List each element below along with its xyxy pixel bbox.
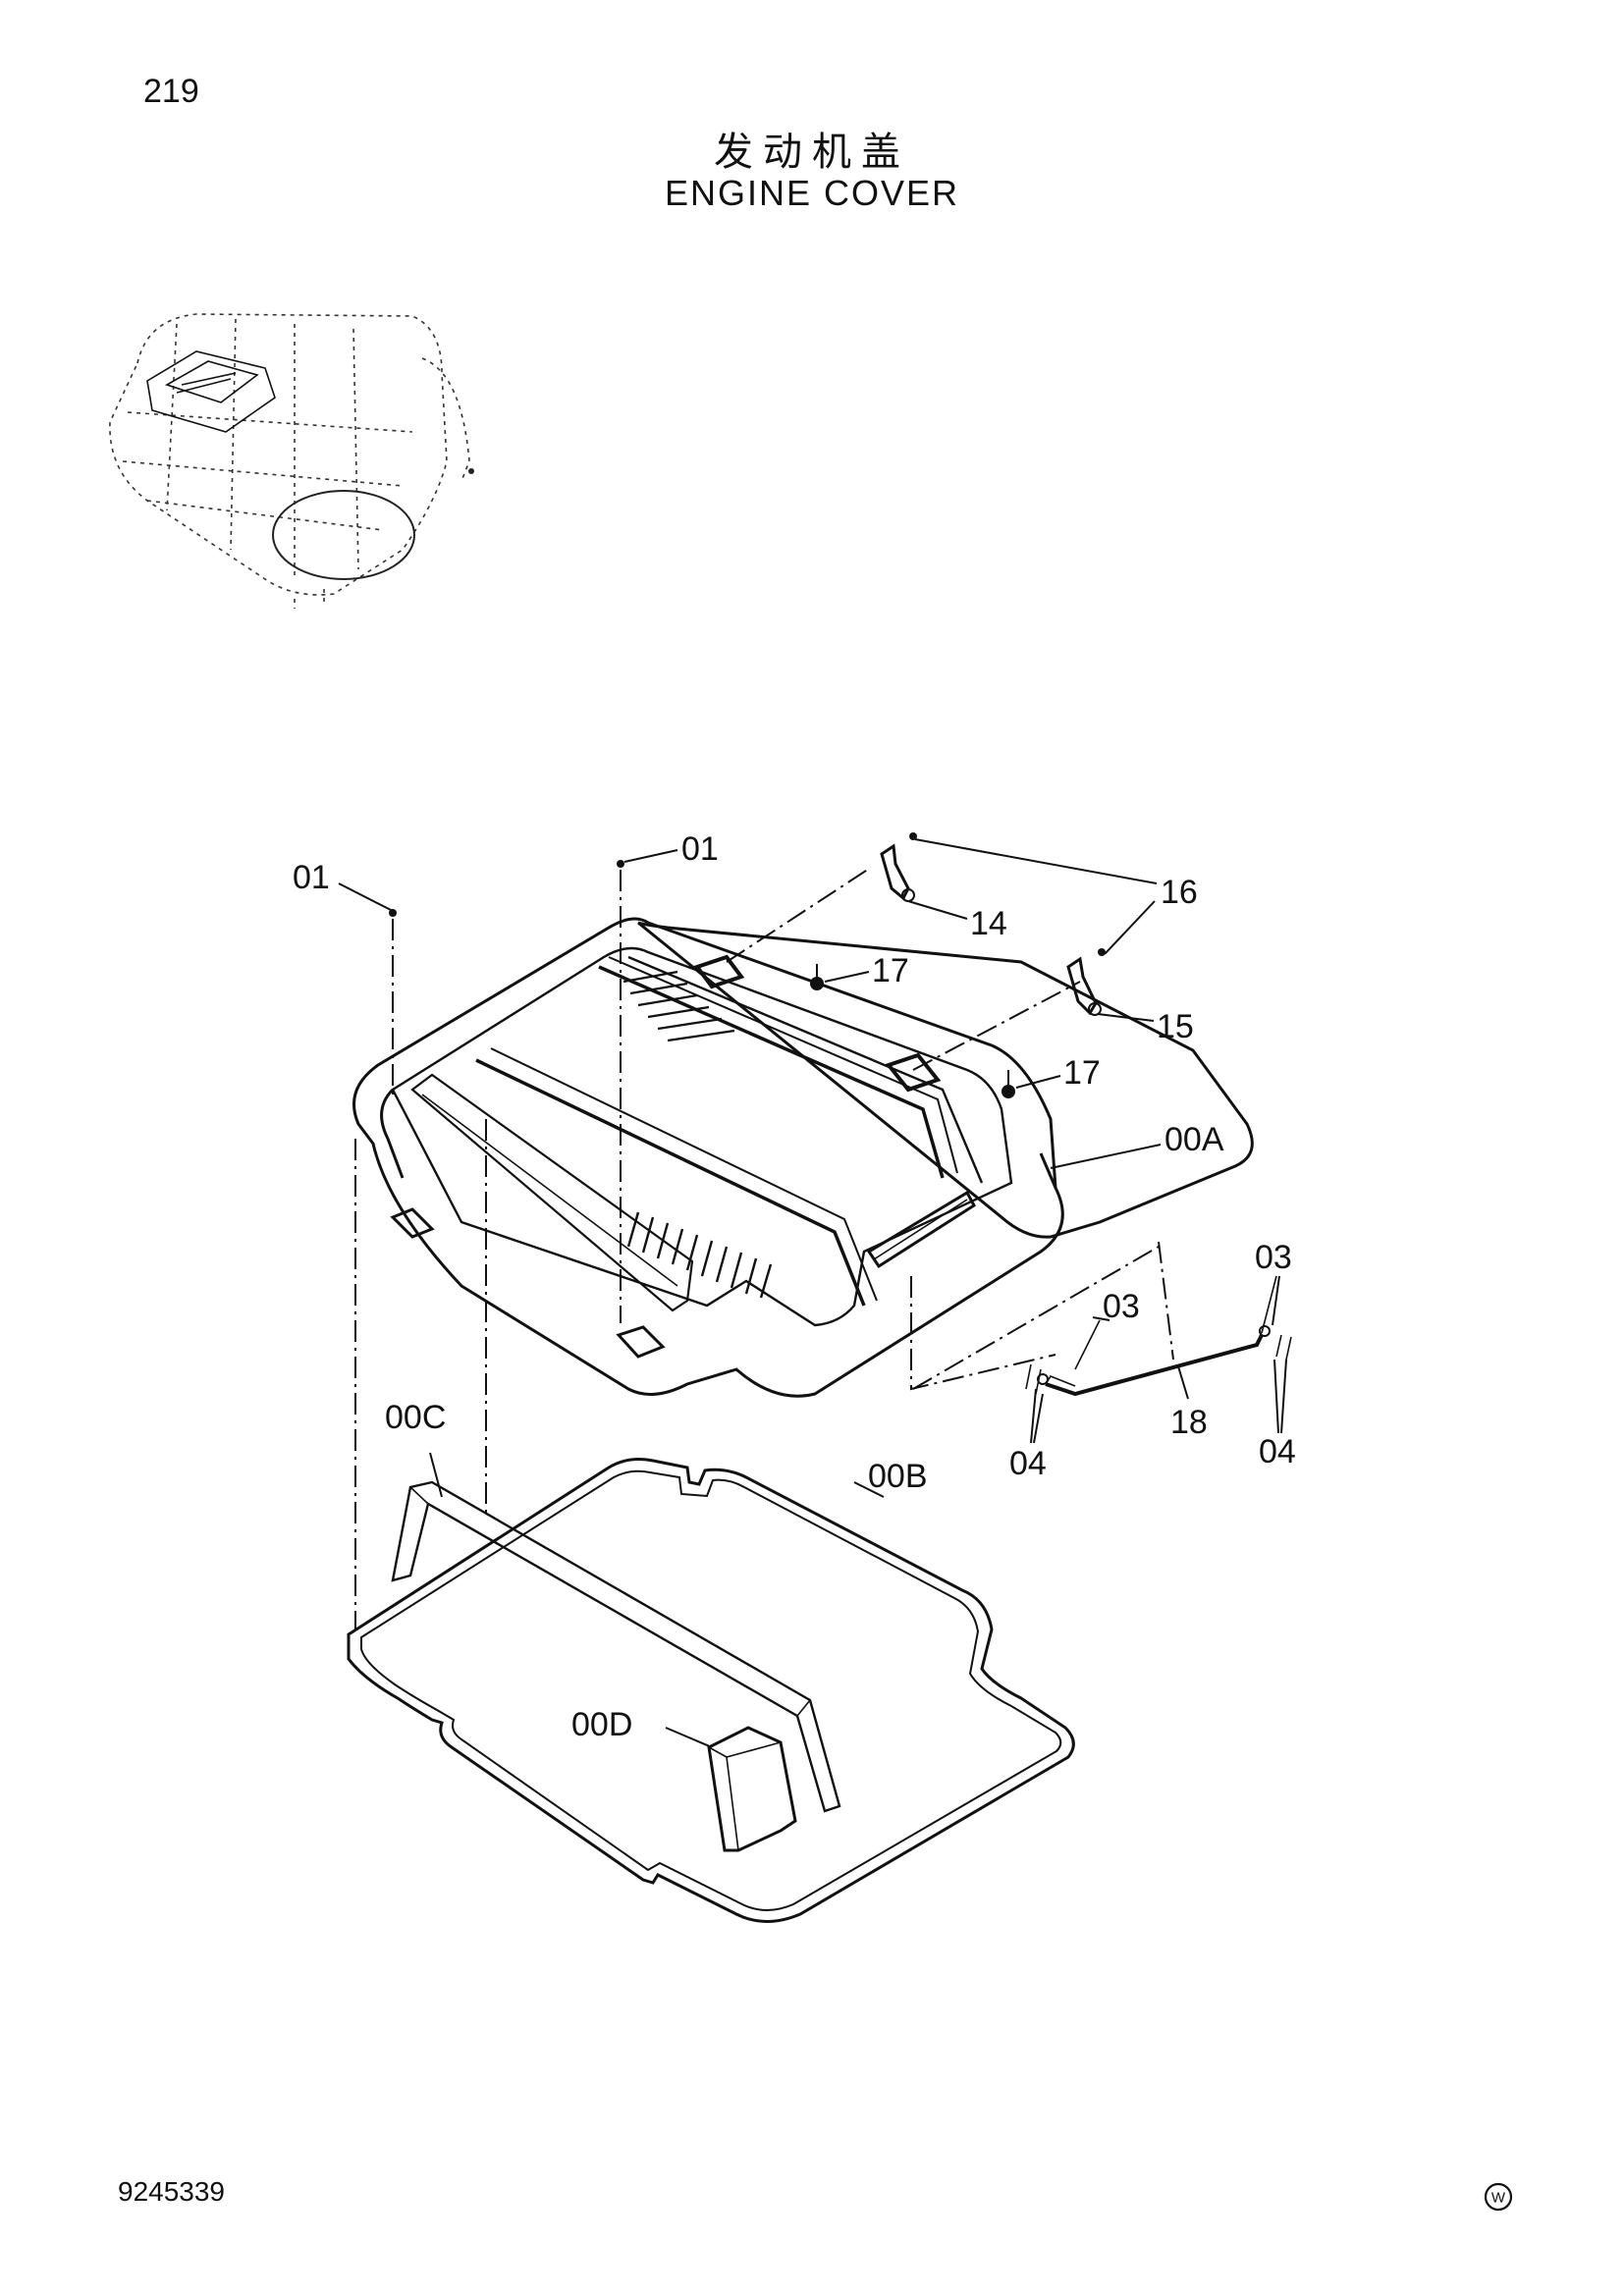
insulator-part-00d bbox=[707, 1726, 797, 1852]
callout-04-right: 04 bbox=[1259, 1433, 1296, 1470]
page-number: 219 bbox=[143, 73, 199, 110]
w-mark-icon: W bbox=[1484, 2182, 1513, 2212]
callout-01-left: 01 bbox=[293, 859, 330, 896]
callout-17-lower: 17 bbox=[1063, 1054, 1101, 1092]
engine-cover-part-00a bbox=[352, 917, 1254, 1398]
callout-00b: 00B bbox=[868, 1458, 928, 1495]
callout-01-top: 01 bbox=[681, 830, 719, 868]
drawing-number: 9245339 bbox=[118, 2176, 226, 2207]
callout-16: 16 bbox=[1161, 874, 1198, 911]
callout-17-upper: 17 bbox=[872, 952, 909, 989]
seal-part-00b bbox=[347, 1458, 1075, 1923]
leader-lines bbox=[338, 838, 1287, 1748]
callout-03-right: 03 bbox=[1255, 1239, 1292, 1276]
callout-15: 15 bbox=[1157, 1008, 1194, 1045]
assembly-lines bbox=[354, 868, 1174, 1629]
location-inset-illustration bbox=[109, 313, 474, 609]
mark-letter: W bbox=[1491, 2190, 1506, 2207]
callout-04-left: 04 bbox=[1009, 1445, 1047, 1482]
callout-14: 14 bbox=[970, 905, 1007, 942]
title-chinese: 发动机盖 bbox=[714, 130, 910, 175]
latch-part-14 bbox=[880, 843, 915, 902]
latch-part-15 bbox=[1066, 956, 1102, 1016]
title-english: ENGINE COVER bbox=[664, 173, 960, 213]
stay-rod-part-18 bbox=[1025, 1275, 1292, 1397]
strip-part-00c bbox=[391, 1480, 841, 1813]
callout-00d: 00D bbox=[571, 1706, 632, 1743]
callout-18: 18 bbox=[1170, 1404, 1208, 1441]
callout-03-left: 03 bbox=[1103, 1288, 1140, 1325]
callout-00c: 00C bbox=[385, 1399, 446, 1436]
callout-00a: 00A bbox=[1164, 1121, 1224, 1158]
